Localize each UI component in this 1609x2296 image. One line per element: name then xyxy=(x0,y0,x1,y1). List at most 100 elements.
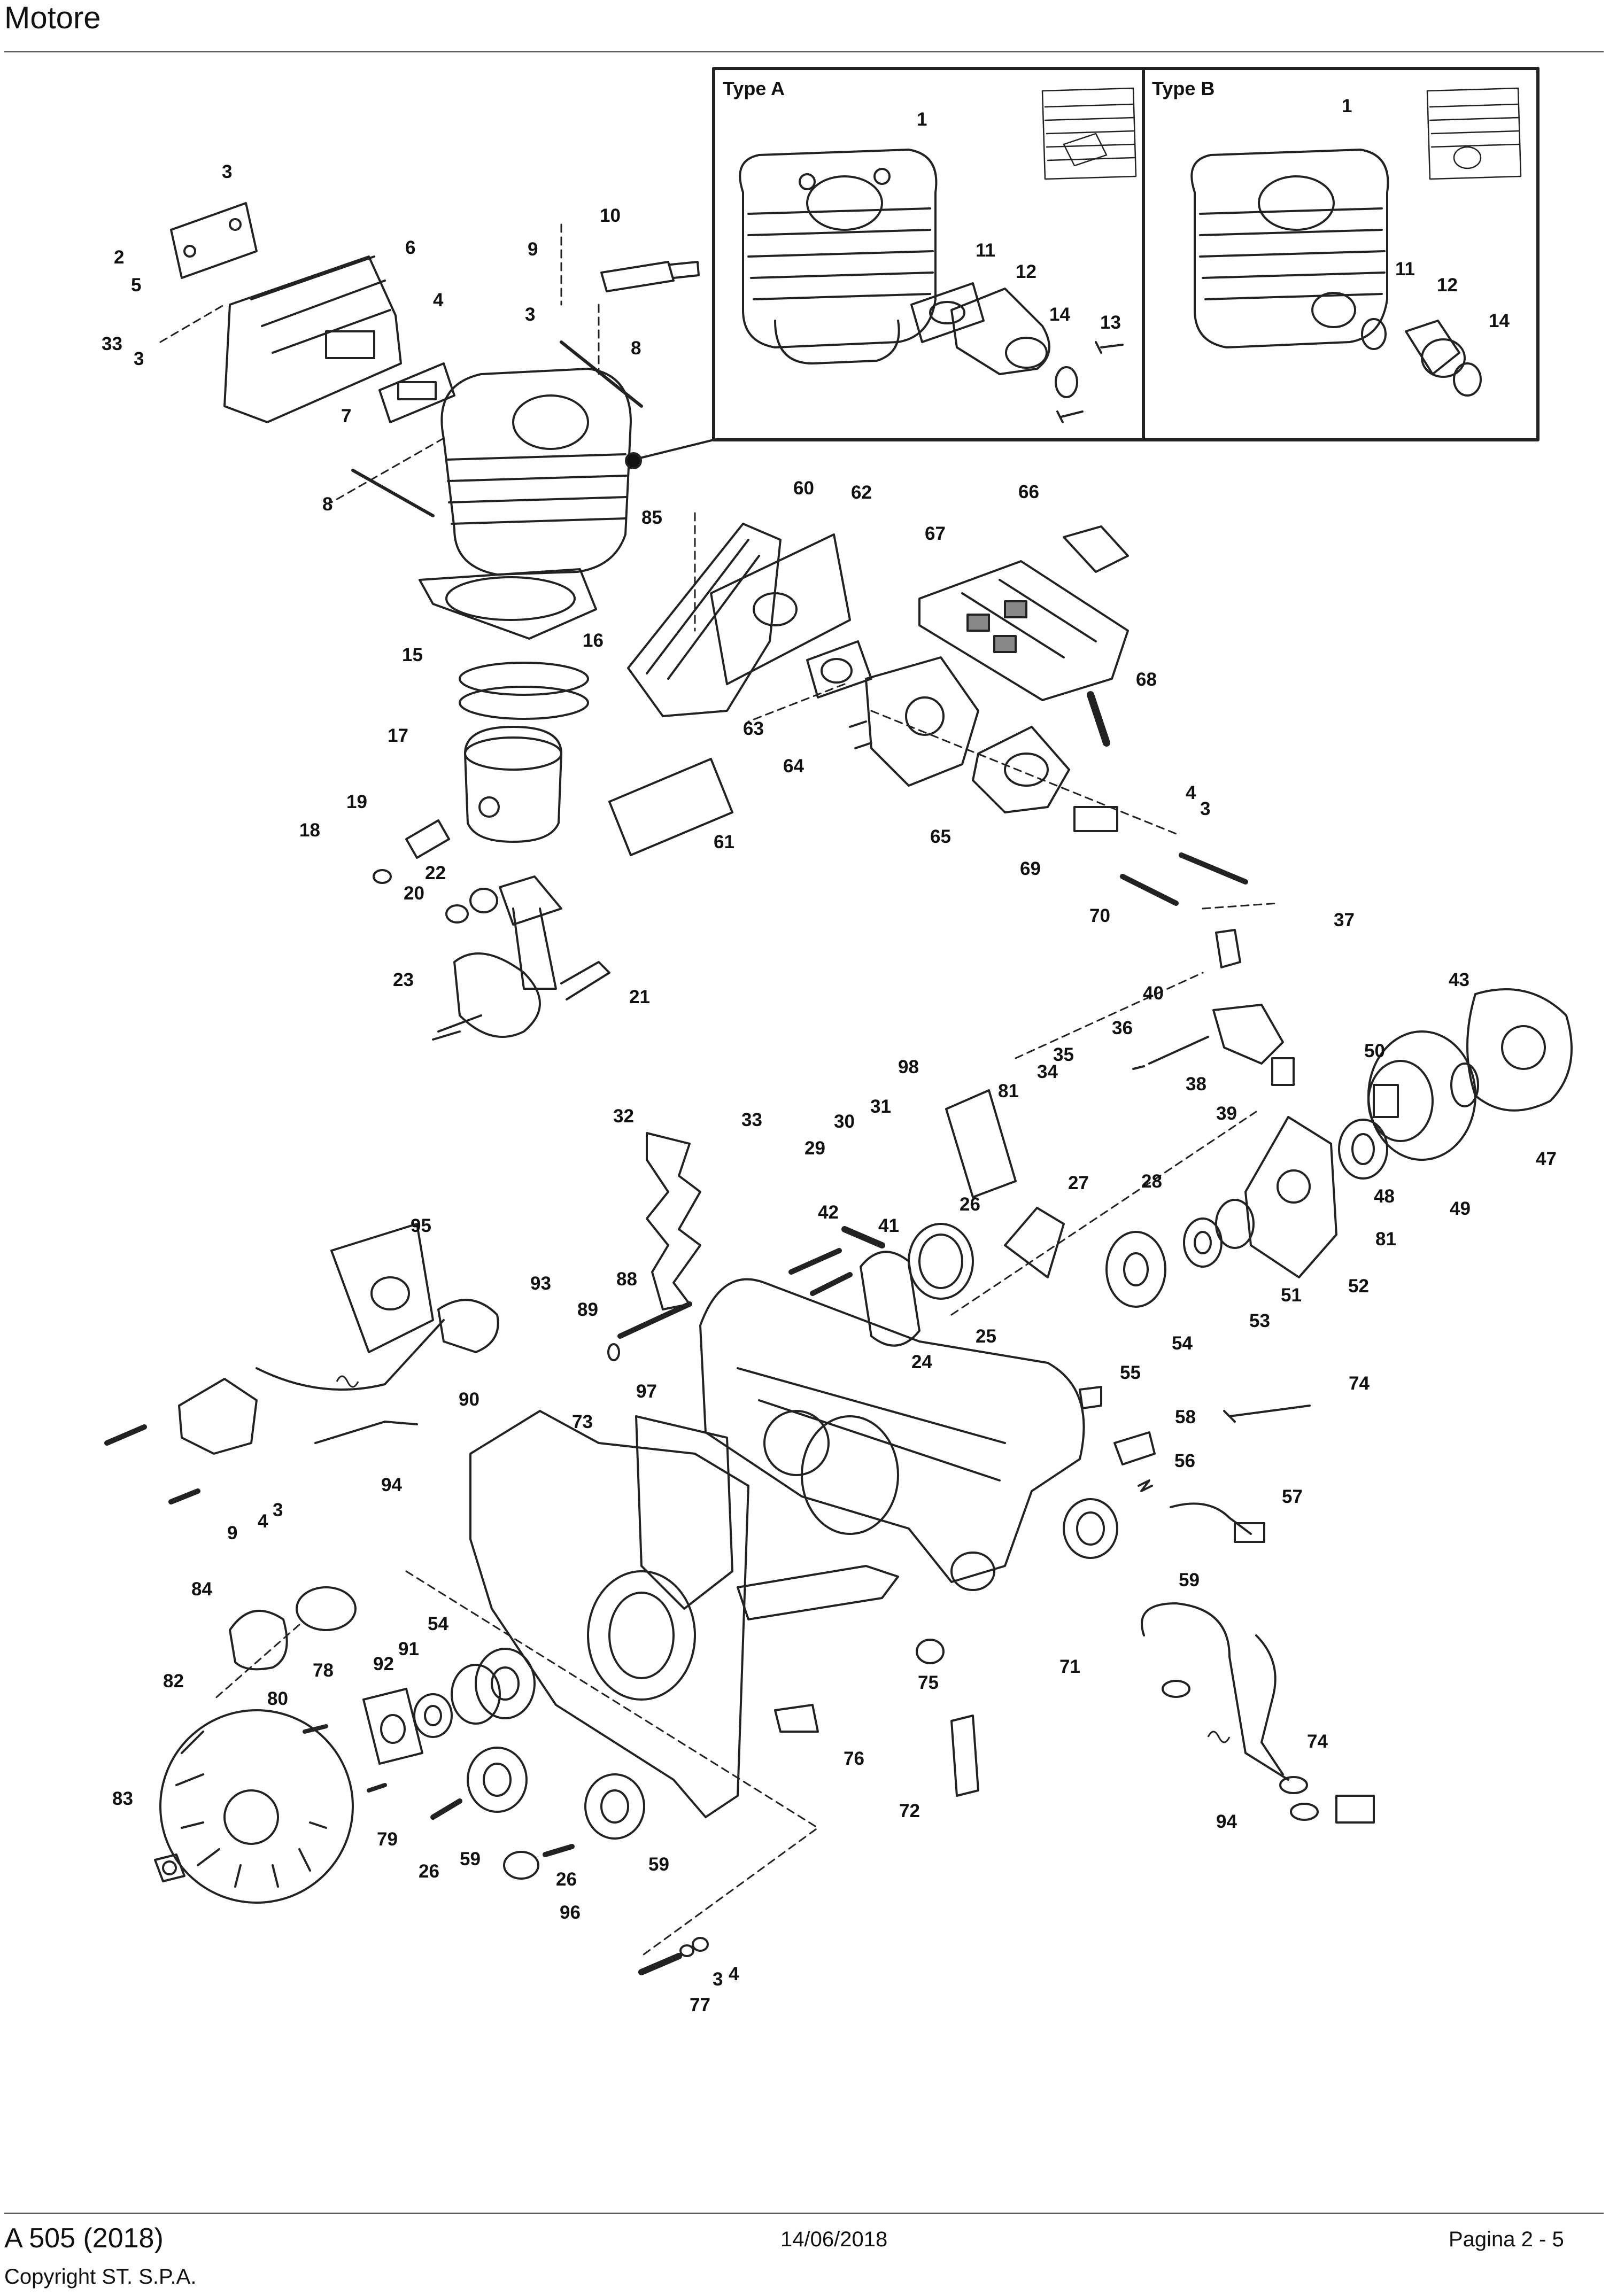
callout: 22 xyxy=(425,863,446,883)
callout: 9 xyxy=(227,1523,237,1543)
cylinder-type-a-part xyxy=(739,149,938,364)
callout: 4 xyxy=(729,1964,739,1984)
muffler-part xyxy=(223,255,402,423)
bearing-part-50 xyxy=(1338,1119,1388,1180)
callout: 98 xyxy=(898,1057,919,1077)
callout: 43 xyxy=(1449,969,1469,990)
callout: 3 xyxy=(713,1969,723,1990)
callout: 12 xyxy=(1016,261,1036,282)
carb-gasket-part xyxy=(806,640,872,699)
wire-harness-part xyxy=(1141,1602,1375,1824)
callout: 59 xyxy=(648,1854,669,1875)
callout: 3 xyxy=(273,1500,283,1521)
gasket-part-61 xyxy=(608,758,733,856)
intake-manifold-a-part xyxy=(950,288,1050,375)
callout: 77 xyxy=(690,1995,710,2015)
callout: 57 xyxy=(1282,1486,1303,1507)
callout: 2 xyxy=(114,247,124,268)
muffler-cover-part xyxy=(170,202,258,279)
cylinder-part xyxy=(440,368,632,576)
callout: 17 xyxy=(388,725,408,746)
oil-cap-part xyxy=(229,1586,357,1671)
intake-gasket-a-part xyxy=(910,282,985,343)
callout: 56 xyxy=(1174,1450,1195,1471)
clutch-drum-part xyxy=(1367,1030,1476,1161)
pin-part xyxy=(1087,691,1110,747)
callout: 39 xyxy=(1216,1103,1237,1124)
callout: 4 xyxy=(258,1511,268,1532)
callout: 3 xyxy=(525,304,535,325)
callout: 33 xyxy=(741,1110,762,1130)
seal-part-92 xyxy=(413,1693,453,1738)
callout: 10 xyxy=(600,205,621,226)
callout: 78 xyxy=(313,1660,334,1681)
bolt-part xyxy=(1120,874,1179,906)
stud-bolt-part xyxy=(351,469,435,517)
callout: 11 xyxy=(976,240,995,261)
callout: 37 xyxy=(1334,910,1355,930)
callout: 74 xyxy=(1349,1373,1370,1394)
screw-a-part xyxy=(1095,341,1124,354)
callout: 14 xyxy=(1049,304,1070,325)
callout: 40 xyxy=(1143,983,1164,1004)
washer-part-47 xyxy=(1450,1062,1479,1107)
oil-pump-worm-part xyxy=(1004,1207,1065,1278)
callout: 96 xyxy=(560,1902,581,1923)
foam-part-69 xyxy=(1073,806,1118,832)
callout: 97 xyxy=(636,1381,657,1402)
plate-part-72 xyxy=(950,1715,979,1797)
callout: 20 xyxy=(404,883,424,904)
callout: 65 xyxy=(930,826,951,847)
anti-vibration-mount-part xyxy=(1063,1498,1118,1559)
bearing-part-51 xyxy=(1215,1199,1255,1249)
callout: 41 xyxy=(878,1215,899,1236)
ring-b-part xyxy=(1453,362,1482,397)
callout: 26 xyxy=(960,1194,980,1215)
screws-part-lower xyxy=(303,1724,575,1857)
muffler-gasket-part xyxy=(378,362,455,423)
callout: 93 xyxy=(530,1273,551,1294)
seal-part-54b xyxy=(475,1648,536,1719)
callout: 76 xyxy=(844,1748,864,1769)
inset-leader xyxy=(632,439,715,461)
inset-type-a-label: Type A xyxy=(723,77,785,99)
callout: 81 xyxy=(1375,1229,1396,1250)
callout: 14 xyxy=(1489,311,1510,331)
callout: 6 xyxy=(405,237,415,258)
callout: 33 xyxy=(102,333,122,354)
callout: 12 xyxy=(1437,275,1458,296)
callout: 24 xyxy=(911,1352,932,1372)
flywheel-part xyxy=(159,1709,354,1904)
bracket-part-76 xyxy=(774,1704,819,1733)
spring-part-41 xyxy=(841,1226,885,1248)
callout: 80 xyxy=(267,1688,288,1709)
bolt-part-77 xyxy=(638,1953,682,1975)
plug-part-96 xyxy=(503,1851,539,1880)
o-ring-b-part xyxy=(1361,318,1387,350)
callout: 26 xyxy=(419,1861,439,1882)
bolt-part-70 xyxy=(1179,852,1248,885)
callout: 52 xyxy=(1348,1276,1369,1297)
inset-type-b-label: Type B xyxy=(1152,77,1215,99)
pins-part-42 xyxy=(788,1248,853,1296)
callout: 54 xyxy=(1172,1333,1193,1354)
wire-part-74a xyxy=(1223,1405,1311,1423)
crankcase-half-left-part xyxy=(469,1410,749,1818)
callout: 66 xyxy=(1018,482,1039,502)
assembly-guide-lines xyxy=(159,223,1279,1957)
spark-plug-part xyxy=(600,261,700,292)
callout-labels: 1 11 12 14 13 1 11 12 14 3 2 5 6 33 3 10… xyxy=(102,96,1557,2015)
callout: 42 xyxy=(818,1202,839,1223)
cylinder-type-a-thumbnail xyxy=(1041,87,1137,180)
callout: 21 xyxy=(629,987,650,1007)
callout: 1 xyxy=(1342,96,1352,117)
callout: 62 xyxy=(851,482,872,503)
callout: 71 xyxy=(1059,1656,1080,1677)
bearing-part-53 xyxy=(1183,1217,1223,1268)
publication-date: 14/06/2018 xyxy=(780,2228,888,2251)
callout: 90 xyxy=(459,1389,479,1410)
callout: 28 xyxy=(1141,1171,1162,1192)
chain-catcher-part xyxy=(646,1132,701,1310)
pump-plate-part-78 xyxy=(362,1688,423,1765)
callout: 32 xyxy=(613,1106,634,1127)
